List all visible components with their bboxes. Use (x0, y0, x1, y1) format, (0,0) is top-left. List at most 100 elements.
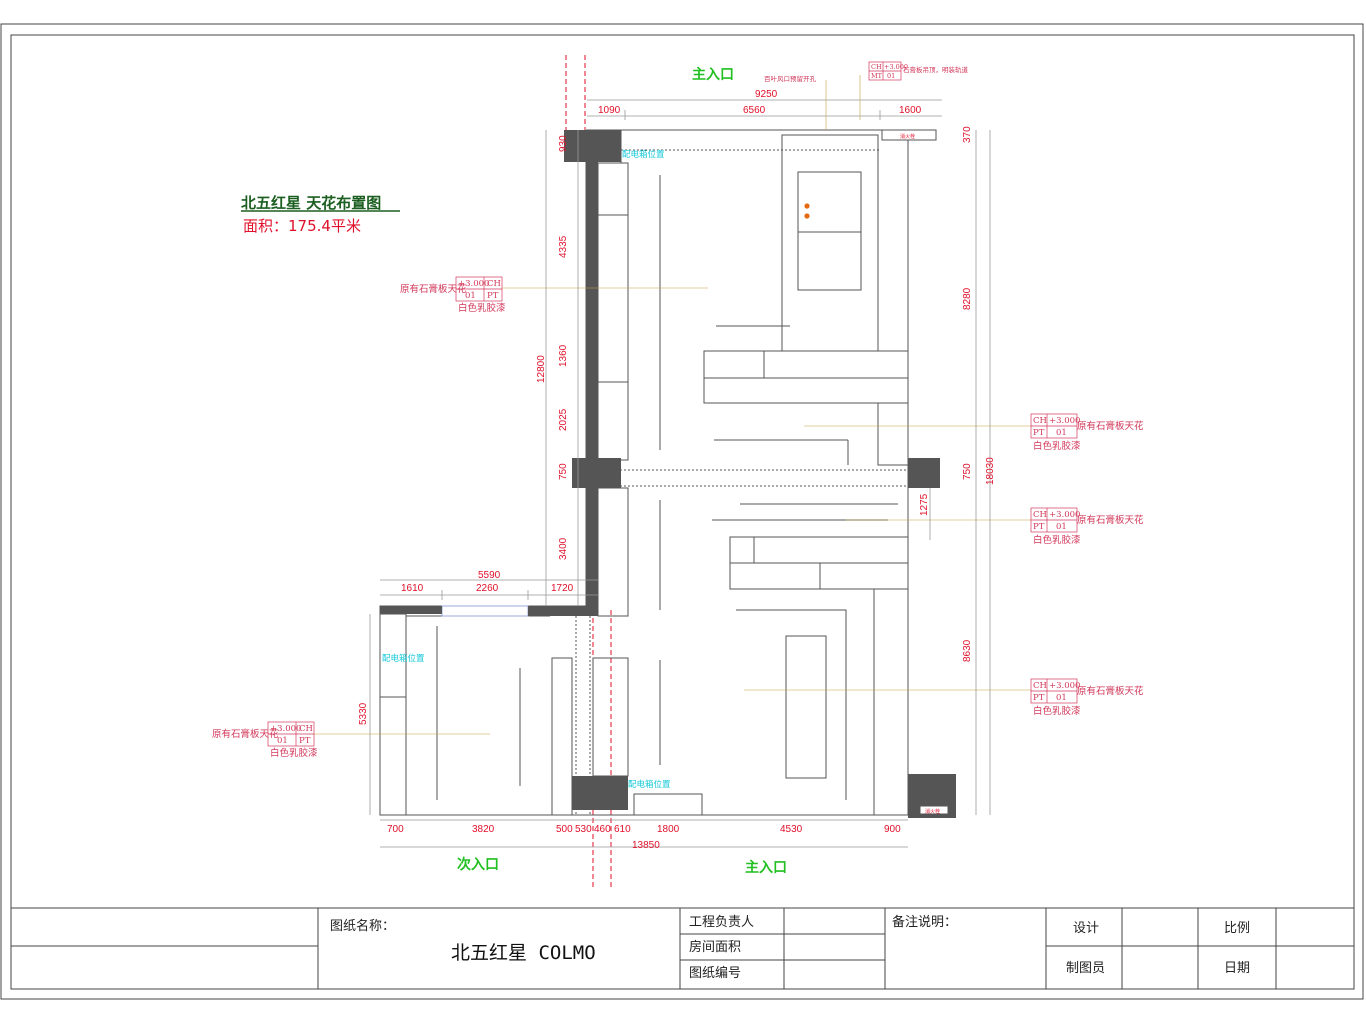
ceiling-tag-finish: 白色乳胶漆 (270, 747, 318, 759)
dim-bottom-total: 13850 (632, 840, 660, 851)
ceiling-tag: CH +3.000 PT 01 原有石膏板天花 白色乳胶漆 (744, 678, 1144, 717)
ceiling-tag-name: 原有石膏板天花 (1077, 420, 1144, 432)
dim-bottom-h: 4530 (780, 824, 803, 835)
ceiling-tag-finish: 白色乳胶漆 (1033, 534, 1081, 546)
ceiling-tag-finish: 白色乳胶漆 (1033, 705, 1081, 717)
elec-box-label-3: 配电箱位置 (628, 779, 671, 790)
ceiling-tag-height: +3.000 (1049, 510, 1080, 520)
note-track: 石膏板吊顶，明装轨道 (903, 65, 969, 74)
date-label: 日期 (1224, 961, 1250, 976)
top-tag-ch: CH (871, 63, 882, 71)
fire-label-bottom: 消火栓 (925, 808, 940, 815)
dim-top-total: 9250 (755, 89, 778, 100)
floor-plan (379, 129, 937, 816)
design-label: 设计 (1073, 921, 1099, 936)
drafter-label: 制图员 (1066, 961, 1105, 976)
ceiling-tag-finish: 白色乳胶漆 (1033, 440, 1081, 452)
dim-bottom-g: 1800 (657, 824, 680, 835)
dim-right-inner: 1275 (919, 493, 930, 516)
drawing-name-value: 北五红星 COLMO (451, 942, 596, 964)
ceiling-tag-code: 01 (277, 736, 288, 746)
ceiling-tag-pt: PT (487, 291, 499, 301)
dim-mid-total: 5590 (478, 570, 501, 581)
dim-left-d: 2025 (558, 408, 569, 431)
dim-top-c: 1600 (899, 105, 922, 116)
room-area-label: 房间面积 (689, 939, 741, 955)
ceiling-tag-name: 原有石膏板天花 (212, 728, 279, 740)
drawing-title: 北五红星 天花布置图 (241, 194, 381, 212)
dim-bottom-b: 3820 (472, 824, 495, 835)
dim-right-total: 18030 (985, 457, 996, 485)
top-leaders (825, 75, 861, 130)
ceiling-tag-name: 原有石膏板天花 (1077, 685, 1144, 697)
dim-mid-b: 2260 (476, 583, 499, 594)
ceiling-tag: CH +3.000 PT 01 原有石膏板天花 白色乳胶漆 (804, 413, 1144, 452)
dim-left-b: 4335 (558, 235, 569, 258)
top-tag-code: 01 (887, 72, 895, 80)
drawing-no-label: 图纸编号 (689, 966, 741, 981)
inner-frame (10, 34, 1355, 990)
ceiling-tag-height: +3.000 (458, 279, 489, 289)
ceiling-tag-finish: 白色乳胶漆 (458, 302, 506, 314)
ceiling-tag-height: +3.000 (270, 724, 301, 734)
scale-label: 比例 (1224, 921, 1250, 936)
top-tag: CH +3.000 MT 01 (868, 61, 908, 81)
dim-right-a: 370 (962, 126, 973, 143)
fire-hydrant-bottom (919, 805, 949, 815)
ceiling-tag-pt: PT (1033, 693, 1045, 703)
ceiling-tag-ch: CH (299, 724, 313, 734)
top-tag-mt: MT (871, 72, 883, 80)
dim-mid-a: 1610 (401, 583, 424, 594)
ceiling-tag-ch: CH (1033, 681, 1047, 691)
drawing-name-label: 图纸名称： (330, 918, 395, 934)
elec-box-label-1: 配电箱位置 (622, 149, 665, 160)
project-lead-label: 工程负责人 (689, 915, 754, 930)
top-tag-height: +3.000 (884, 63, 908, 71)
dim-right-d: 8630 (962, 639, 973, 662)
dim-bottom-f: 610 (614, 824, 631, 835)
ceiling-tag-name: 原有石膏板天花 (400, 283, 467, 295)
dim-bottom-c: 500 (556, 824, 573, 835)
dim-left-a: 930 (558, 135, 569, 152)
remarks-label: 备注说明： (892, 914, 957, 930)
dim-lines (369, 99, 991, 848)
ceiling-tag: 原有石膏板天花 +3.000 CH 01 PT 白色乳胶漆 (212, 721, 490, 759)
dim-left-c: 1360 (558, 344, 569, 367)
title-block (11, 907, 1354, 989)
ceiling-tag-code: 01 (1056, 522, 1067, 532)
dim-right-c: 750 (962, 463, 973, 480)
dim-top-b: 6560 (743, 105, 766, 116)
ceiling-tag: CH +3.000 PT 01 原有石膏板天花 白色乳胶漆 (846, 507, 1144, 546)
dim-lower-left: 5330 (358, 702, 369, 725)
ceiling-tag-height: +3.000 (1049, 681, 1080, 691)
dim-bottom-e: 460 (594, 824, 611, 835)
drawing-area: 面积：175.4平米 (243, 217, 361, 235)
dim-bottom-d: 530 (575, 824, 592, 835)
ceiling-tag-code: 01 (465, 291, 476, 301)
secondary-entrance: 次入口 (457, 856, 499, 873)
dim-left-total: 12800 (536, 355, 547, 383)
dim-left-e: 750 (558, 463, 569, 480)
dim-bottom-i: 900 (884, 824, 901, 835)
dim-left-f: 3400 (558, 537, 569, 560)
ceiling-tag-height: +3.000 (1049, 416, 1080, 426)
dim-right-b: 8280 (962, 287, 973, 310)
main-entrance-bottom: 主入口 (745, 859, 787, 876)
light-spot (804, 203, 810, 209)
ceiling-tag-ch: CH (487, 279, 501, 289)
ceiling-tag-ch: CH (1033, 510, 1047, 520)
fire-label-top: 消火栓 (900, 133, 915, 140)
ceiling-tag-pt: PT (299, 736, 311, 746)
ceiling-tag-pt: PT (1033, 522, 1045, 532)
dim-top-a: 1090 (598, 105, 621, 116)
columns (380, 130, 956, 818)
ceiling-tag-ch: CH (1033, 416, 1047, 426)
main-entrance-top: 主入口 (692, 66, 734, 83)
ceiling-tag: 原有石膏板天花 +3.000 CH 01 PT 白色乳胶漆 (400, 276, 708, 314)
dim-bottom-a: 700 (387, 824, 404, 835)
note-vent: 百叶风口预留开孔 (764, 74, 817, 83)
elec-box-label-2: 配电箱位置 (382, 653, 425, 664)
ceiling-tag-name: 原有石膏板天花 (1077, 514, 1144, 526)
ceiling-tag-code: 01 (1056, 693, 1067, 703)
